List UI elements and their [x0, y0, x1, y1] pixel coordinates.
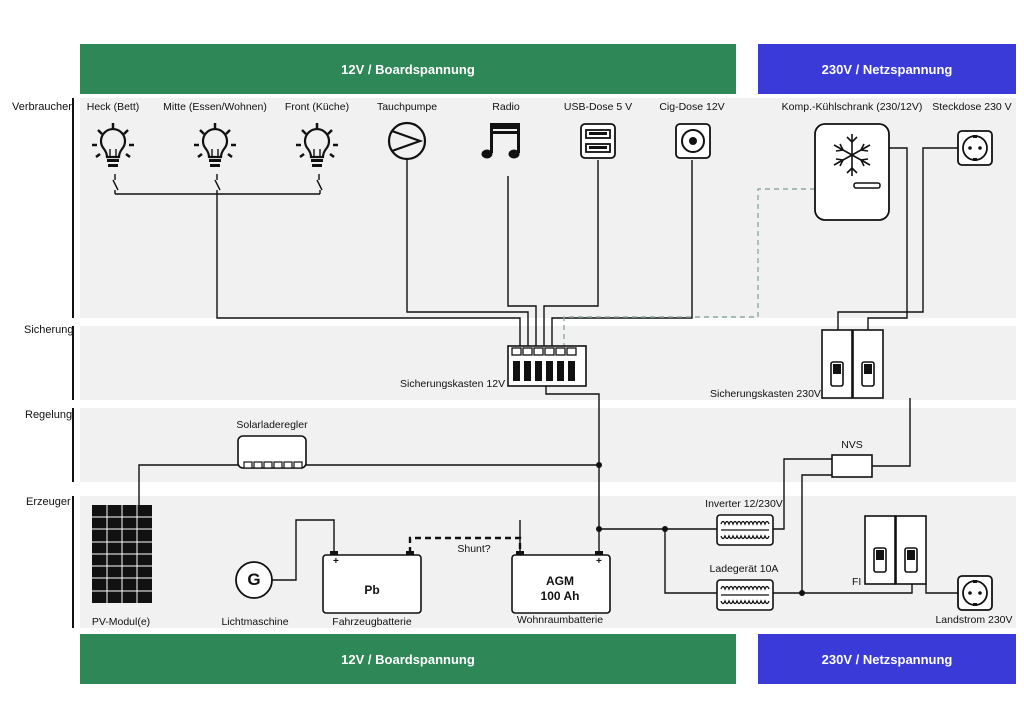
- lane-divider: [72, 98, 74, 318]
- battery-icon: [322, 554, 422, 614]
- wires: [112, 147, 960, 594]
- solar-panel-icon: [92, 505, 152, 603]
- banner-12v-top: 12V / Boardspannung: [80, 44, 736, 94]
- battery-icon: [511, 554, 611, 614]
- battery-terminal: [330, 551, 338, 555]
- label-fuse12: Sicherungskasten 12V: [400, 378, 506, 390]
- circuit-breaker-icon: [852, 329, 884, 399]
- label-nvs: NVS: [841, 439, 863, 451]
- junction-dot: [596, 526, 602, 532]
- lane-label-regelung: Regelung: [25, 409, 73, 421]
- generator-symbol: G: [247, 570, 261, 589]
- label-steckdose: Steckdose 230 V: [932, 101, 1012, 113]
- circuit-breaker-icon: [821, 329, 853, 399]
- pb-plus: +: [333, 556, 339, 567]
- label-cig: Cig-Dose 12V: [659, 101, 725, 113]
- lane-divider: [72, 408, 74, 482]
- battery-terminal: [406, 551, 414, 555]
- label-fridge: Komp.-Kühlschrank (230/12V): [781, 101, 923, 113]
- lightbulb-icon: [90, 121, 136, 169]
- fridge-icon: [814, 123, 890, 221]
- pump-icon: [387, 121, 427, 161]
- junction-dot: [662, 526, 668, 532]
- banner-230v-bottom: 230V / Netzspannung: [758, 634, 1016, 684]
- agm-plus: +: [596, 556, 602, 567]
- battery-terminal: [516, 551, 524, 555]
- solar-charge-controller: [237, 435, 307, 469]
- agm-text: AGM 100 Ah: [520, 574, 600, 604]
- label-pb: Fahrzeugbatterie: [332, 616, 412, 628]
- junction-dot: [799, 590, 805, 596]
- lane-label-verbraucher: Verbraucher: [12, 101, 72, 113]
- circuit-breaker-icon: [864, 515, 896, 585]
- snowflake-icon: [833, 134, 871, 176]
- lightbulb-icon: [192, 121, 238, 169]
- shunt-dashed-wire: [408, 536, 522, 553]
- label-pv: PV-Modul(e): [91, 616, 151, 628]
- junction-dot: [596, 462, 602, 468]
- nvs-box: [831, 454, 873, 478]
- lane-divider: [72, 326, 74, 400]
- label-radio: Radio: [492, 101, 520, 113]
- label-heck: Heck (Bett): [86, 101, 140, 113]
- label-fi: FI: [852, 576, 862, 588]
- fridge-12v-dashed-wire: [563, 188, 815, 346]
- label-charger: Ladegerät 10A: [709, 563, 779, 575]
- fuse-box-12v: [507, 345, 587, 387]
- banner-12v-bottom: 12V / Boardspannung: [80, 634, 736, 684]
- inverter-icon: [716, 514, 774, 546]
- lane-label-sicherung: Sicherung: [24, 324, 74, 336]
- generator-icon: [235, 561, 273, 599]
- battery-terminal: [595, 551, 603, 555]
- label-inverter: Inverter 12/230V: [705, 498, 783, 510]
- label-shunt: Shunt?: [457, 543, 491, 555]
- label-tauchpumpe: Tauchpumpe: [376, 101, 438, 113]
- label-usb: USB-Dose 5 V: [563, 101, 633, 113]
- power-socket-icon: [957, 575, 993, 611]
- agm-line2: 100 Ah: [540, 589, 580, 603]
- lane-label-erzeuger: Erzeuger: [26, 496, 71, 508]
- charger-icon: [716, 579, 774, 611]
- label-fuse230: Sicherungskasten 230V: [710, 388, 821, 400]
- label-mitte: Mitte (Essen/Wohnen): [163, 101, 267, 113]
- label-generator: Lichtmaschine: [221, 616, 289, 628]
- pb-symbol: Pb: [364, 583, 380, 597]
- music-note-icon: [481, 123, 520, 159]
- circuit-breaker-icon: [895, 515, 927, 585]
- lane-divider: [72, 496, 74, 628]
- label-landstrom: Landstrom 230V: [935, 614, 1013, 626]
- label-solar: Solarladeregler: [236, 419, 308, 431]
- agm-line1: AGM: [546, 574, 574, 588]
- power-socket-icon: [957, 130, 993, 166]
- cigarette-socket-icon: [675, 123, 711, 159]
- label-front: Front (Küche): [284, 101, 350, 113]
- label-agm: Wohnraumbatterie: [516, 614, 604, 626]
- banner-230v-top: 230V / Netzspannung: [758, 44, 1016, 94]
- usb-socket-icon: [580, 123, 616, 159]
- lightbulb-icon: [294, 121, 340, 169]
